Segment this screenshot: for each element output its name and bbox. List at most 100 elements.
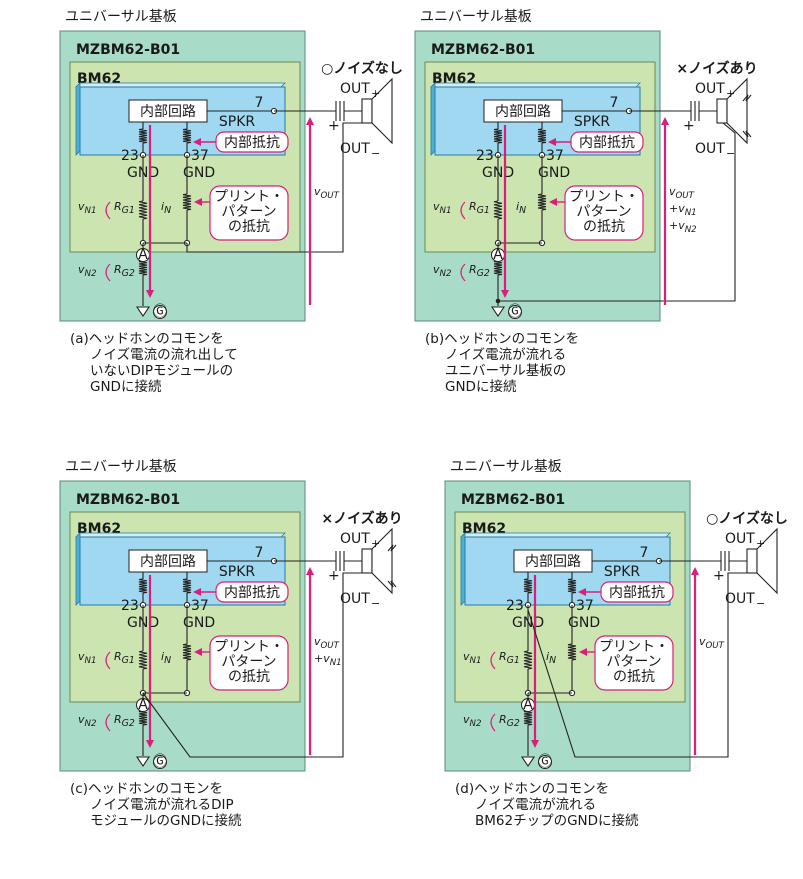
pin37-label: 37 <box>576 598 594 614</box>
noise-current-arrow <box>146 290 154 298</box>
vn1-bracket <box>460 201 466 220</box>
spkr-label: SPKR <box>604 564 641 580</box>
node-a-mark: A <box>136 697 150 713</box>
chip-side <box>460 532 466 606</box>
pin37-label: 37 <box>191 598 209 614</box>
caption-line-1: ノイズ電流が流れる <box>475 797 596 813</box>
cap-plus-label: + <box>328 568 340 584</box>
junction-dot <box>495 298 501 304</box>
in-label: iN <box>161 200 171 216</box>
print-pattern-resistor <box>182 193 192 211</box>
print-pattern-resistor <box>182 643 192 661</box>
pin23-label: 23 <box>506 598 524 614</box>
node-a-mark: A <box>491 247 505 263</box>
internal-circuit-label: 内部回路 <box>495 104 551 120</box>
gnd-right-label: GND <box>538 165 570 181</box>
print-pattern-arrow <box>194 648 202 656</box>
right-internal-resistor <box>567 578 577 594</box>
ground-symbol <box>135 306 151 317</box>
out-plus-sign: + <box>371 87 380 100</box>
noise-status: ○ノイズなし <box>321 60 403 77</box>
print-pattern-label-1: パターン <box>576 204 631 220</box>
caption-line-0: (d)ヘッドホンのコモンを <box>455 781 609 797</box>
node-a-mark: A <box>136 247 150 263</box>
internal-resistance-arrow <box>548 138 556 146</box>
caption-line-0: (a)ヘッドホンのコモンを <box>70 331 224 347</box>
noise-current-arrow <box>501 290 509 298</box>
vout-arrow <box>306 117 314 125</box>
cap-plus-label: + <box>713 568 725 584</box>
module-label: MZBM62-B01 <box>76 42 180 58</box>
speaker-cone <box>726 77 748 145</box>
in-label: iN <box>161 650 171 666</box>
noise-status: ○ノイズなし <box>706 510 788 527</box>
ground-triangle <box>135 756 151 767</box>
speaker-body <box>361 98 373 124</box>
pin23-label: 23 <box>121 598 139 614</box>
module-label: MZBM62-B01 <box>76 492 180 508</box>
out-minus-label: OUT <box>340 591 370 607</box>
right-internal-resistor <box>182 578 192 594</box>
out-minus-sign: − <box>371 147 380 160</box>
universal-board-label: ユニバーサル基板 <box>65 458 177 475</box>
chip-side <box>75 82 81 156</box>
out-minus-sign: − <box>371 597 380 610</box>
gnd-right-label: GND <box>183 165 215 181</box>
circle-mark <box>508 305 522 319</box>
vout-line-2: +vN2 <box>669 219 697 235</box>
print-pattern-callout <box>209 185 289 241</box>
rg2-label: RG2 <box>114 713 135 729</box>
vn2-label: vN2 <box>78 263 96 279</box>
left-internal-resistor <box>138 578 148 594</box>
ground-triangle <box>135 306 151 317</box>
noise-mark-bottom <box>742 130 752 138</box>
rg2-resistor <box>493 260 503 276</box>
vn2-bracket <box>460 263 466 282</box>
chip-top <box>75 82 286 88</box>
spkr-label: SPKR <box>574 114 611 130</box>
caption: (a)ヘッドホンのコモンをノイズ電流の流れ出していないDIPモジュールのGNDに… <box>70 331 238 395</box>
speaker-body <box>361 548 373 574</box>
vout-line-1: +vN1 <box>314 652 342 668</box>
caption-line-1: ノイズ電流が流れる <box>445 347 566 363</box>
ground-mark: Ⓖ <box>538 754 552 770</box>
print-pattern-label-0: プリント・ <box>214 189 284 205</box>
pin7-label: 7 <box>610 95 619 111</box>
out-plus-label: OUT <box>340 81 370 97</box>
vn2-bracket <box>105 713 111 732</box>
rg2-label: RG2 <box>114 263 135 279</box>
rg1-label: RG1 <box>499 650 520 666</box>
circle-mark <box>153 755 167 769</box>
spkr-label: SPKR <box>219 114 256 130</box>
in-label: iN <box>546 650 556 666</box>
out-plus-label: OUT <box>340 531 370 547</box>
return-wire <box>142 572 362 758</box>
circle-mark-letter: Ⓖ <box>153 754 167 770</box>
out-plus-sign: + <box>371 537 380 550</box>
vn1-label: vN1 <box>78 200 96 216</box>
left-internal-resistor <box>493 128 503 144</box>
rg2-label: RG2 <box>469 263 490 279</box>
out-minus-label: OUT <box>340 141 370 157</box>
caption-line-3: GNDに接続 <box>445 378 517 395</box>
internal-resistance-label: 内部抵抗 <box>579 135 635 151</box>
caption-line-2: いないDIPモジュールの <box>90 363 233 379</box>
out-plus-sign: + <box>726 87 735 100</box>
internal-resistance-arrow <box>193 138 201 146</box>
pin7-label: 7 <box>255 95 264 111</box>
ground-symbol <box>490 306 506 317</box>
chip-top <box>75 532 286 538</box>
vn2-label: vN2 <box>463 713 481 729</box>
print-pattern-callout <box>209 635 289 691</box>
cap-plus-label: + <box>328 118 340 134</box>
right-internal-resistor <box>182 128 192 144</box>
rg1-label: RG1 <box>114 200 135 216</box>
circle-mark-letter: Ⓖ <box>508 304 522 320</box>
internal-circuit-label: 内部回路 <box>140 554 196 570</box>
vn1-label: vN1 <box>433 200 451 216</box>
print-pattern-resistor <box>567 643 577 661</box>
speaker-body <box>716 98 728 124</box>
right-internal-resistor <box>537 128 547 144</box>
